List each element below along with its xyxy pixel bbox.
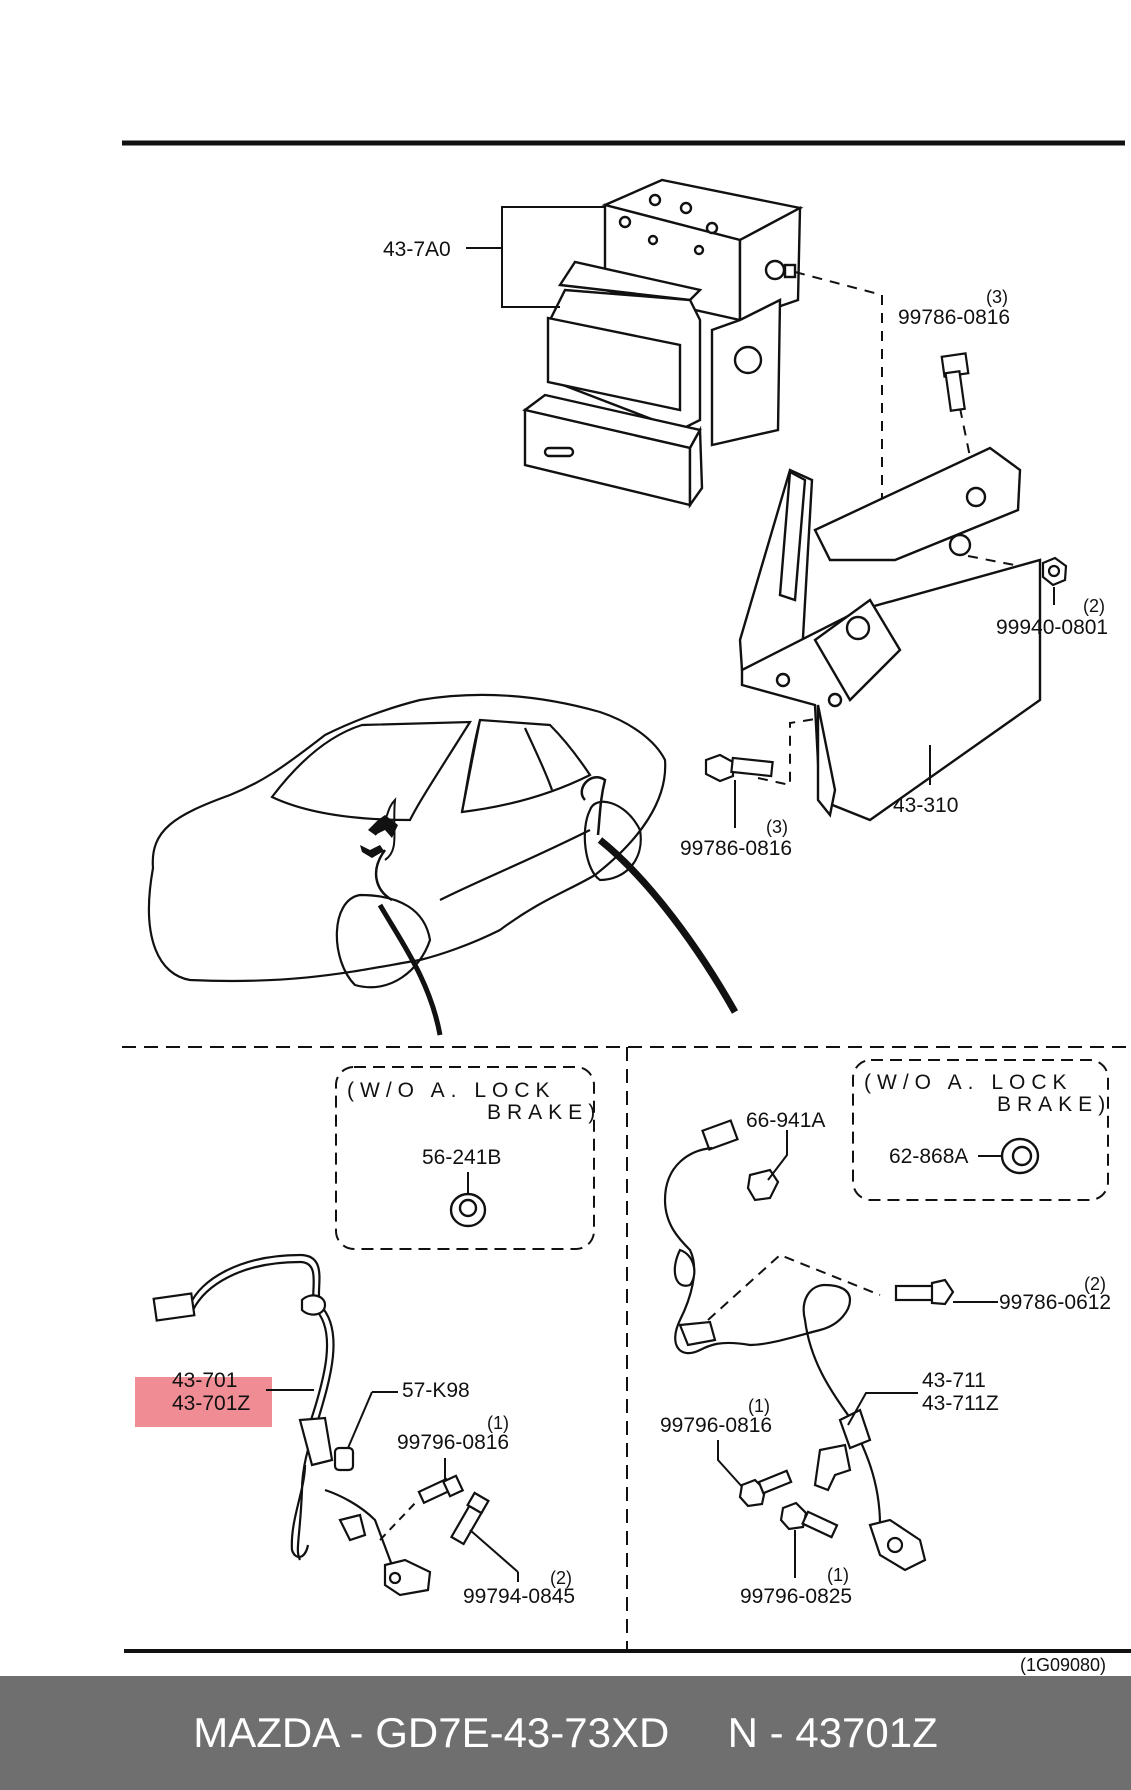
rear-bolt-b-icon (738, 1469, 793, 1508)
label-rear-plug: 62-868A (889, 1145, 968, 1168)
front-sensor-assembly (152, 1253, 432, 1597)
front-note-line2: BRAKE) (487, 1101, 601, 1124)
label-bolt-lower: 99786-0816 (680, 837, 792, 860)
bolt-lower-icon (704, 753, 774, 783)
label-bolt-upper: 99786-0816 (898, 306, 1010, 329)
label-rear-clip: 66-941A (746, 1109, 825, 1132)
rear-clip-leader (767, 1130, 788, 1181)
rear-bolt-a-icon (894, 1278, 955, 1306)
wheel-sensor-wires (374, 776, 739, 1036)
label-front-bolt-a: 99796-0816 (397, 1431, 509, 1454)
label-bracket: 43-310 (893, 794, 958, 817)
label-rear-sensor-a: 43-711 (922, 1369, 986, 1392)
label-front-sensor-b: 43-701Z (172, 1392, 250, 1415)
nut-icon (1041, 556, 1068, 587)
label-front-plug: 56-241B (422, 1146, 501, 1169)
front-clip-icon (333, 1446, 355, 1472)
label-nut-qty: (2) (1083, 596, 1105, 616)
rear-note-line1: (W/O A. LOCK (864, 1071, 1073, 1094)
rear-plug-icon (1000, 1137, 1040, 1175)
label-rear-bolt-b-qty: (1) (748, 1396, 770, 1416)
label-hu-cm-unit: 43-7A0 (383, 238, 451, 261)
label-rear-bolt-b: 99796-0816 (660, 1414, 772, 1437)
label-bolt-lower-qty: (3) (766, 817, 788, 837)
front-bolt-b-leader (469, 1529, 519, 1573)
hu-leader-bracket (501, 206, 605, 308)
front-bolt-a-icon (417, 1474, 465, 1505)
label-front-clip: 57-K98 (402, 1379, 470, 1402)
rear-sensor-assembly (663, 1119, 927, 1572)
rear-note-line2: BRAKE) (997, 1093, 1111, 1116)
dashed-lower-bolt (757, 717, 823, 787)
abs-unit-small-icon (360, 815, 398, 858)
front-sensor-highlight (135, 1377, 272, 1427)
label-front-sensor-a: 43-701 (172, 1369, 237, 1392)
rear-dashed-link (707, 1253, 881, 1321)
rear-sensor-leader (847, 1392, 918, 1426)
label-nut: 99940-0801 (996, 616, 1108, 639)
parts-diagram: 43-7A0 (3) 99786-0816 43-310 (2) 99940-0… (122, 140, 1131, 1675)
bolt-upper-icon (940, 352, 970, 413)
rear-clip-icon (746, 1168, 780, 1202)
label-front-bolt-b-qty: (2) (550, 1568, 572, 1588)
label-front-bolt-a-qty: (1) (487, 1413, 509, 1433)
front-note-box (335, 1066, 595, 1250)
label-diagram-code: (1G09080) (1020, 1655, 1106, 1675)
rear-bolt-c-icon (779, 1501, 839, 1539)
label-rear-bolt-a: 99786-0612 (999, 1291, 1111, 1314)
front-note-line1: (W/O A. LOCK (347, 1079, 556, 1102)
label-rear-bolt-c-qty: (1) (827, 1565, 849, 1585)
label-rear-bolt-a-qty: (2) (1084, 1274, 1106, 1294)
label-rear-sensor-b: 43-711Z (922, 1392, 999, 1415)
hydraulic-unit (522, 178, 804, 509)
label-rear-bolt-c: 99796-0825 (740, 1585, 852, 1608)
rear-bolt-b-leader (717, 1440, 746, 1491)
label-front-bolt-b: 99794-0845 (463, 1585, 575, 1608)
front-plug-icon (449, 1192, 487, 1228)
car-outline (147, 693, 667, 989)
front-clip-leader (347, 1391, 373, 1449)
footer-bar: MAZDA - GD7E-43-73XD N - 43701Z (0, 1676, 1131, 1790)
front-bolt-dashed (379, 1499, 419, 1541)
front-bolt-b-icon (449, 1491, 490, 1546)
footer-caption: MAZDA - GD7E-43-73XD N - 43701Z (193, 1709, 938, 1756)
label-bolt-upper-qty: (3) (986, 287, 1008, 307)
bracket-assembly (738, 446, 1042, 822)
